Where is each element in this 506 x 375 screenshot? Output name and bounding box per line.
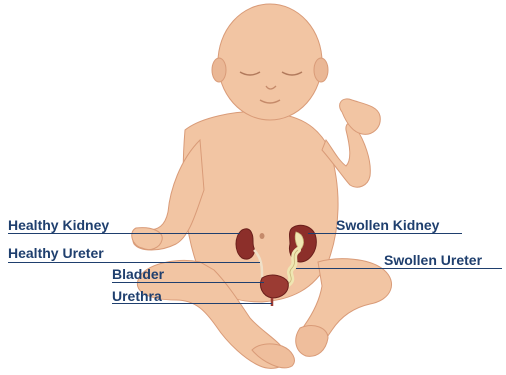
healthy-ureter-leader [8, 262, 260, 263]
label-healthy-kidney: Healthy Kidney [8, 217, 109, 233]
label-healthy-ureter: Healthy Ureter [8, 245, 104, 261]
bladder-shape [260, 275, 288, 298]
healthy-kidney-leader [8, 233, 240, 234]
label-urethra: Urethra [112, 288, 162, 304]
right-foot [296, 326, 328, 357]
navel [260, 233, 265, 239]
label-swollen-ureter: Swollen Ureter [384, 252, 482, 268]
right-ear [314, 58, 328, 82]
label-swollen-kidney: Swollen Kidney [336, 217, 439, 233]
swollen-ureter-leader [296, 268, 502, 269]
bladder-leader [112, 282, 264, 283]
label-bladder: Bladder [112, 266, 164, 282]
left-ear [212, 58, 226, 82]
swollen-kidney-leader [308, 233, 462, 234]
